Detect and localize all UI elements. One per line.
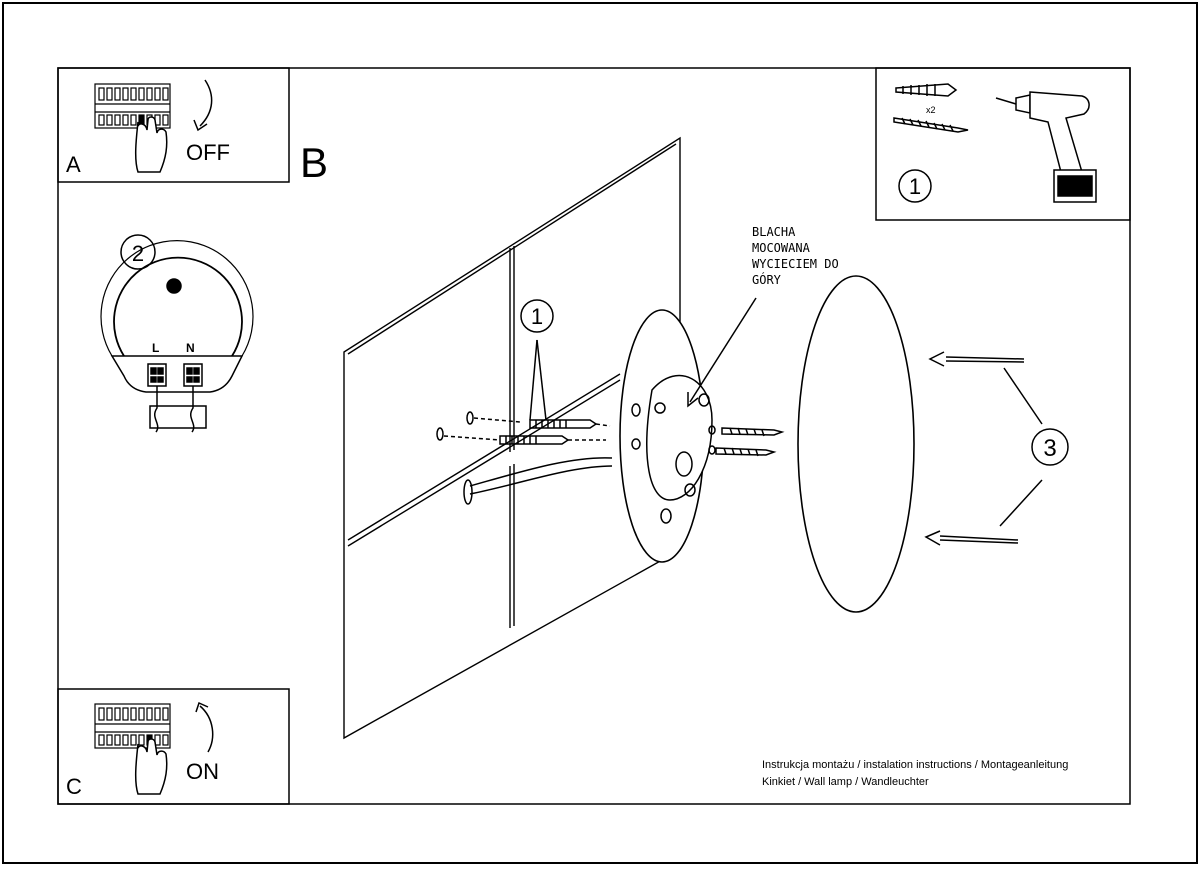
on-label: ON <box>186 759 219 784</box>
breaker-box-icon <box>94 703 171 749</box>
mounting-plate-annotation: BLACHA MOCOWANA WYCIECIEM DO GÓRY <box>687 225 839 408</box>
annotation-line-2: MOCOWANA <box>752 241 811 255</box>
terminal-block-icon <box>183 363 203 387</box>
arrow-down-icon <box>199 79 213 127</box>
screw-icon <box>893 117 969 133</box>
wall-hole <box>466 411 474 425</box>
arrow-left-icon <box>928 351 1025 367</box>
screw <box>715 447 777 457</box>
dowel <box>499 435 570 445</box>
annotation-line-1: BLACHA <box>752 225 796 239</box>
panel-c: C ON <box>57 688 290 805</box>
hand-icon <box>134 116 168 173</box>
neutral-terminal-label: N <box>186 341 195 355</box>
tools-quantity: x2 <box>926 105 936 115</box>
panel-c-letter: C <box>66 774 82 799</box>
lamp-cover <box>797 275 915 613</box>
drill-icon <box>995 91 1097 203</box>
wire <box>153 386 159 433</box>
step-cover-number: 3 <box>1043 435 1056 462</box>
wall <box>343 136 681 740</box>
tools-panel: x2 1 <box>875 67 1131 221</box>
annotation-line-4: GÓRY <box>752 272 782 287</box>
wall-hole <box>436 427 444 441</box>
wall-plug-icon <box>895 83 958 97</box>
panel-b-letter: B <box>300 139 328 186</box>
step-dowels-number: 1 <box>531 304 543 329</box>
arrow-left-icon <box>924 530 1019 546</box>
footer-line-2: Kinkiet / Wall lamp / Wandleuchter <box>762 776 929 788</box>
cable-entry-icon <box>166 278 182 294</box>
step-wiring-number: 2 <box>132 241 144 266</box>
breaker-box-icon <box>94 83 171 129</box>
terminal-block-icon <box>147 363 167 387</box>
dowel <box>529 419 598 429</box>
live-terminal-label: L <box>152 341 159 355</box>
lamp-base <box>619 309 716 563</box>
screw <box>721 427 785 437</box>
hand-icon <box>134 738 168 795</box>
annotation-line-3: WYCIECIEM DO <box>752 257 839 271</box>
wiring-detail: 2 L N <box>100 234 254 433</box>
step-tools-number: 1 <box>909 174 921 199</box>
page-border <box>2 2 1198 864</box>
off-label: OFF <box>186 140 230 165</box>
panel-a: A OFF <box>57 67 290 183</box>
panel-a-letter: A <box>66 152 81 177</box>
wire-conduit <box>149 405 207 429</box>
inner-border <box>57 67 1131 805</box>
wire <box>189 386 195 433</box>
arrow-up-icon <box>199 705 214 753</box>
cable <box>463 457 613 505</box>
footer-line-1: Instrukcja montażu / instalation instruc… <box>762 759 1068 771</box>
